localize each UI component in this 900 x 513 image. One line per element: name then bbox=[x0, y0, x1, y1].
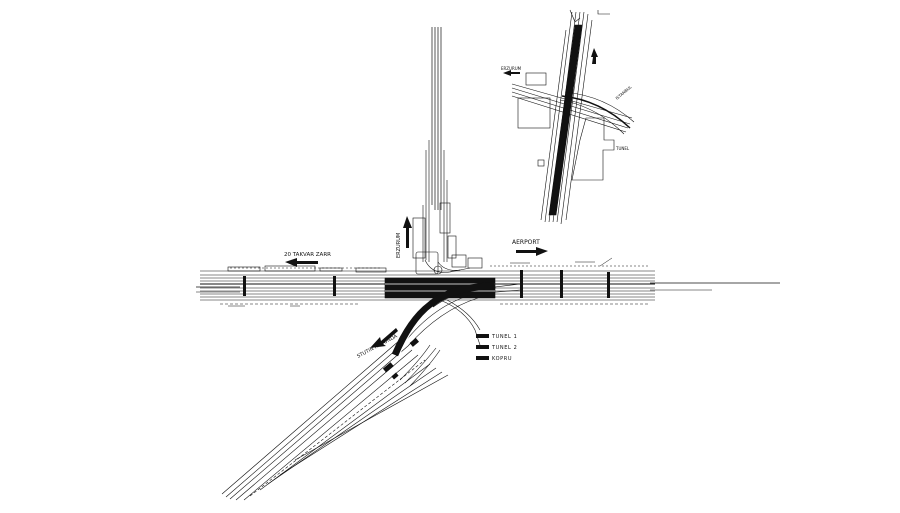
svg-text:TUNEL 2: TUNEL 2 bbox=[491, 345, 517, 351]
direction-arrows bbox=[285, 216, 548, 348]
ramp-markers bbox=[382, 337, 419, 380]
central-tunnel-band bbox=[384, 277, 496, 299]
west-road-label: 20 TAKVAR ZARR bbox=[284, 252, 331, 258]
legend-item: KOPRU bbox=[476, 356, 512, 362]
arrow-southwest-icon bbox=[370, 328, 398, 348]
junction-structures bbox=[412, 202, 483, 275]
arrow-east-icon bbox=[516, 247, 548, 256]
north-road bbox=[422, 27, 448, 262]
highway-annotations bbox=[228, 257, 613, 307]
southwest-ramp bbox=[221, 283, 521, 501]
southeast-curve bbox=[399, 299, 481, 387]
airport-label: AERPORT bbox=[512, 239, 540, 246]
arrow-north-icon bbox=[403, 216, 412, 248]
inset-northeast-label: ISTANBUL bbox=[614, 84, 633, 101]
inset-east-label: TUNEL bbox=[615, 146, 630, 151]
legend-item: TUNEL 1 bbox=[476, 334, 517, 340]
main-plan bbox=[196, 27, 780, 501]
inset-map bbox=[503, 9, 635, 225]
svg-text:KOPRU: KOPRU bbox=[492, 356, 512, 362]
roadside-buildings bbox=[227, 265, 387, 273]
arrow-west-icon bbox=[285, 258, 318, 267]
ramp-tunnel bbox=[391, 281, 496, 357]
legend-item: TUNEL 2 bbox=[476, 345, 517, 351]
north-road-label: ERZURUM bbox=[396, 233, 402, 258]
svg-text:TUNEL 1: TUNEL 1 bbox=[491, 334, 517, 340]
highway-markers bbox=[243, 270, 610, 298]
legend: TUNEL 1 TUNEL 2 KOPRU bbox=[476, 334, 517, 362]
inset-west-label: ERZURUM bbox=[501, 66, 522, 71]
